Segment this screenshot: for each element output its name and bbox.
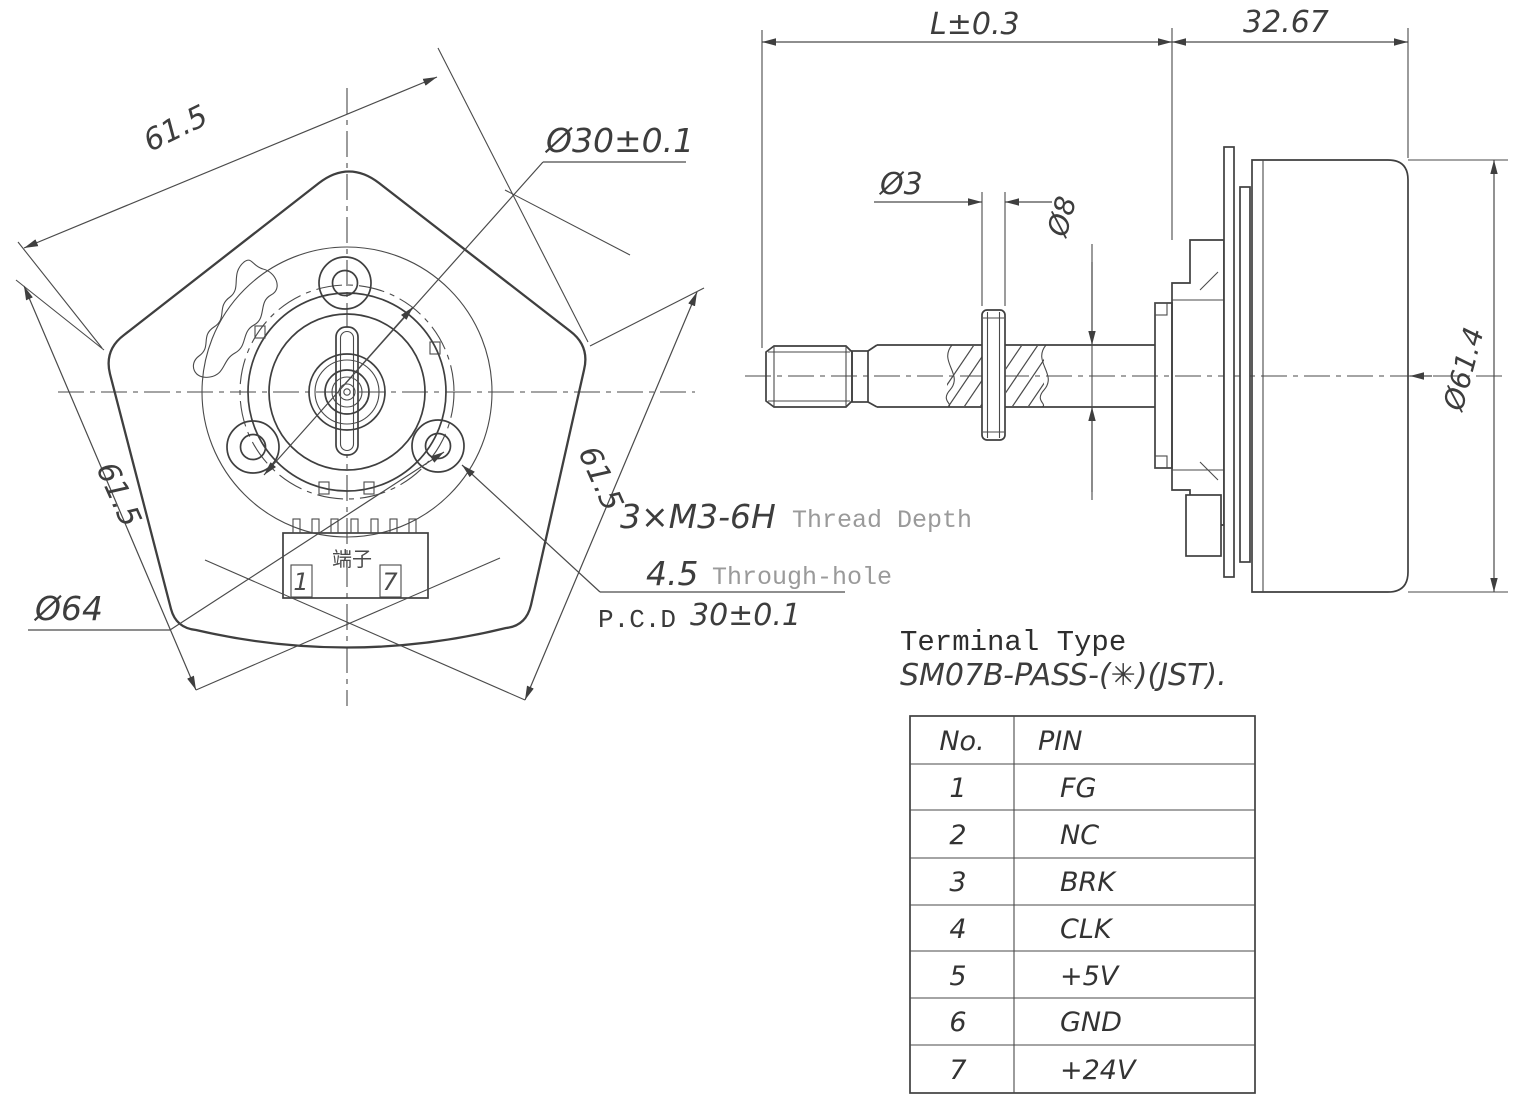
front-connector: 端子 1 7 bbox=[282, 518, 429, 599]
note-pcd-prefix: P.C.D bbox=[598, 605, 676, 635]
dim-value-body: Ø61.4 bbox=[1437, 324, 1491, 415]
table-row: 4 CLK bbox=[949, 914, 1113, 945]
flange-notes: 3×M3-6H Thread Depth 4.5 Through-hole P.… bbox=[461, 464, 972, 635]
mounting-ears bbox=[226, 256, 465, 474]
center-slot bbox=[335, 326, 359, 456]
gear-hub bbox=[1154, 239, 1225, 526]
dim-value-pin: Ø3 bbox=[878, 167, 923, 202]
pin1-box bbox=[290, 564, 313, 598]
dim-pitch-circle: Ø30±0.1 bbox=[263, 121, 694, 476]
note-thread-spec: 3×M3-6H bbox=[620, 497, 776, 536]
motor-body bbox=[1251, 159, 1409, 593]
connector-label: 端子 bbox=[332, 547, 372, 571]
side-connector bbox=[1185, 494, 1222, 557]
table-row: 5 +5V bbox=[949, 961, 1120, 992]
dim-outer-dia: Ø64 bbox=[28, 451, 445, 631]
dim-pin-dia: Ø3 bbox=[874, 167, 1052, 306]
boss-face-circle bbox=[268, 313, 426, 471]
note-pcd-value: 30±0.1 bbox=[690, 598, 801, 633]
table-header-pin: PIN bbox=[1038, 726, 1082, 757]
table-row: 3 BRK bbox=[949, 867, 1117, 898]
table-row: 7 +24V bbox=[949, 1055, 1138, 1086]
table-header-no: No. bbox=[939, 726, 984, 757]
terminal-part-number: SM07B-PASS-(✳)(JST). bbox=[900, 658, 1227, 693]
dim-value-shaft: Ø8 bbox=[1041, 193, 1083, 241]
table-row: 1 FG bbox=[949, 773, 1096, 804]
mounting-hole-top bbox=[331, 269, 359, 297]
dim-61-5-left: 61.5 bbox=[15, 279, 501, 691]
note-hole-depth: 4.5 bbox=[646, 554, 698, 593]
shaft-end-rings bbox=[308, 353, 386, 431]
pin7-box bbox=[379, 564, 402, 598]
front-view: 端子 1 7 61.5 61.5 61.5 bbox=[15, 47, 972, 706]
dim-shaft-dia: Ø8 bbox=[1041, 193, 1096, 500]
svg-text:GND: GND bbox=[1060, 1007, 1122, 1038]
svg-text:6: 6 bbox=[949, 1007, 966, 1038]
svg-text:3: 3 bbox=[949, 867, 966, 898]
terminal-title: Terminal Type bbox=[900, 626, 1126, 659]
dim-length: L±0.3 bbox=[761, 7, 1173, 348]
pitch-circle bbox=[239, 284, 455, 500]
dim-value-rear: 32.67 bbox=[1243, 5, 1329, 40]
cross-pin bbox=[981, 309, 1006, 441]
svg-text:CLK: CLK bbox=[1060, 914, 1114, 945]
table-row: 6 GND bbox=[949, 1007, 1122, 1038]
svg-text:4: 4 bbox=[949, 914, 966, 945]
svg-text:BRK: BRK bbox=[1060, 867, 1117, 898]
pin7-label: 7 bbox=[382, 568, 398, 596]
note-hole-label: Through-hole bbox=[712, 563, 892, 592]
svg-text:7: 7 bbox=[949, 1055, 966, 1086]
boss-ring bbox=[247, 292, 447, 492]
spacer-plate-edge bbox=[1239, 186, 1251, 563]
note-thread-label: Thread Depth bbox=[792, 506, 972, 535]
dim-rear-length: 32.67 bbox=[1172, 5, 1409, 158]
svg-text:FG: FG bbox=[1060, 773, 1096, 804]
svg-text:+5V: +5V bbox=[1060, 961, 1121, 992]
table-row: 2 NC bbox=[949, 820, 1099, 851]
dim-value-top: 61.5 bbox=[138, 98, 213, 159]
svg-text:NC: NC bbox=[1060, 820, 1099, 851]
svg-text:5: 5 bbox=[949, 961, 966, 992]
shaft bbox=[851, 344, 1155, 408]
casting-mark bbox=[192, 259, 278, 378]
dim-value-outer: Ø64 bbox=[33, 589, 103, 628]
svg-text:2: 2 bbox=[949, 820, 966, 851]
mounting-hole-left bbox=[239, 433, 267, 461]
pin-table: No. PIN 1 FG 2 NC 3 BRK 4 CLK 5 +5V bbox=[909, 715, 1256, 1094]
dim-value-left: 61.5 bbox=[89, 457, 148, 532]
pin1-label: 1 bbox=[293, 568, 308, 596]
dim-value-length: L±0.3 bbox=[930, 7, 1020, 42]
svg-text:+24V: +24V bbox=[1060, 1055, 1138, 1086]
connector-pins bbox=[292, 518, 417, 534]
side-view: L±0.3 32.67 Ø3 Ø8 Ø61.4 bbox=[745, 5, 1508, 593]
terminal-section: Terminal Type SM07B-PASS-(✳)(JST). No. P… bbox=[900, 626, 1256, 1094]
ring-notches bbox=[254, 325, 441, 495]
svg-text:1: 1 bbox=[949, 773, 966, 804]
flange-plate-edge bbox=[1223, 146, 1235, 578]
dim-value-pitch: Ø30±0.1 bbox=[544, 121, 694, 160]
